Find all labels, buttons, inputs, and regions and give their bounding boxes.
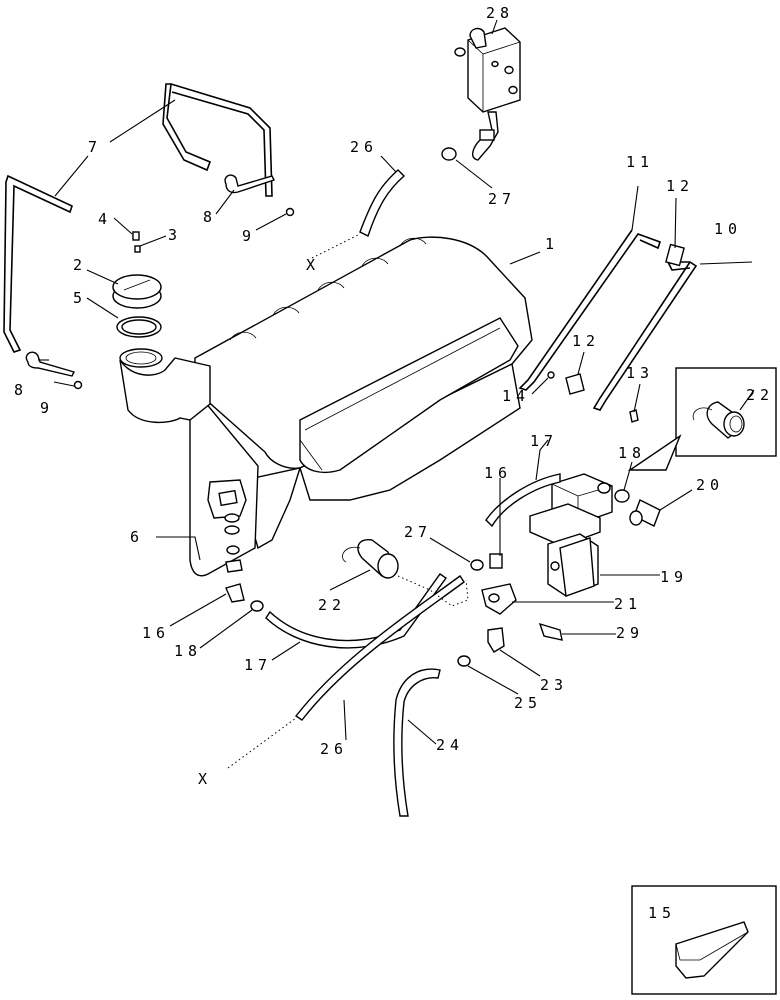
vent-fitting <box>132 231 140 241</box>
o-ring <box>116 316 162 338</box>
hook-bolt <box>25 174 275 377</box>
part-label-9: 9 <box>242 227 256 245</box>
part-label-12: 12 <box>666 177 694 195</box>
vent-fitting <box>134 245 141 253</box>
part-label-17b: 17 <box>244 656 272 674</box>
part-label-2: 2 <box>73 256 87 274</box>
hose-clamp <box>470 559 484 571</box>
part-label-1: 1 <box>545 235 559 253</box>
part-label-29: 29 <box>616 624 644 642</box>
elbow-fitting <box>489 553 503 569</box>
pump-fitting <box>614 489 661 527</box>
clip <box>565 373 585 395</box>
nut <box>285 207 295 217</box>
part-label-10: 10 <box>714 220 742 238</box>
part-label-14: 14 <box>502 387 530 405</box>
hoses <box>225 169 561 817</box>
part-label-17: 17 <box>530 432 558 450</box>
inset-pointer <box>627 434 682 471</box>
part-label-24: 24 <box>436 736 464 754</box>
hose-continuation <box>311 233 361 259</box>
x-marker: X <box>198 770 212 788</box>
tank-strap <box>3 83 273 353</box>
part-label-22: 22 <box>746 386 774 404</box>
part-label-19: 19 <box>660 568 688 586</box>
part-label-13: 13 <box>626 364 654 382</box>
valve-block <box>454 27 521 161</box>
part-label-27: 27 <box>488 190 516 208</box>
part-label-11: 11 <box>626 153 654 171</box>
part-label-3: 3 <box>168 226 182 244</box>
leader-lines <box>38 19 755 745</box>
part-label-28: 28 <box>486 4 514 22</box>
part-label-15: 15 <box>648 904 676 922</box>
part-label-21: 21 <box>614 595 642 613</box>
hose-clamp <box>441 147 457 161</box>
part-label-25: 25 <box>514 694 542 712</box>
part-label-4: 4 <box>98 210 112 228</box>
inset-coupler-detail <box>675 367 777 457</box>
part-label-20: 20 <box>696 476 724 494</box>
part-label-12b: 12 <box>572 332 600 350</box>
nut <box>547 371 555 379</box>
part-label-18: 18 <box>618 444 646 462</box>
part-label-7: 7 <box>88 138 102 156</box>
elbow-fitting <box>487 627 505 653</box>
part-label-8: 8 <box>203 208 217 226</box>
quick-coupler <box>342 539 399 579</box>
hose-continuation <box>227 717 297 769</box>
pump <box>529 473 613 597</box>
sensor <box>538 622 563 641</box>
x-marker: X <box>306 256 320 274</box>
part-label-22b: 22 <box>318 596 346 614</box>
part-label-8b: 8 <box>14 381 28 399</box>
clip <box>665 243 685 267</box>
tee-fitting <box>481 583 517 615</box>
part-label-23: 23 <box>540 676 568 694</box>
part-label-18b: 18 <box>174 642 202 660</box>
part-label-26b: 26 <box>320 740 348 758</box>
hose-continuation <box>397 575 469 607</box>
drain-plug <box>224 513 243 573</box>
part-label-9b: 9 <box>40 399 54 417</box>
part-label-16: 16 <box>484 464 512 482</box>
right-strap <box>518 229 698 411</box>
nut <box>73 380 83 390</box>
part-label-27b: 27 <box>404 523 432 541</box>
filler-cap <box>112 274 162 309</box>
part-label-16b: 16 <box>142 624 170 642</box>
part-label-6: 6 <box>130 528 144 546</box>
part-label-5: 5 <box>73 289 87 307</box>
inset-channel-detail <box>631 885 777 995</box>
part-label-26: 26 <box>350 138 378 156</box>
hydraulic-tank <box>119 236 533 577</box>
